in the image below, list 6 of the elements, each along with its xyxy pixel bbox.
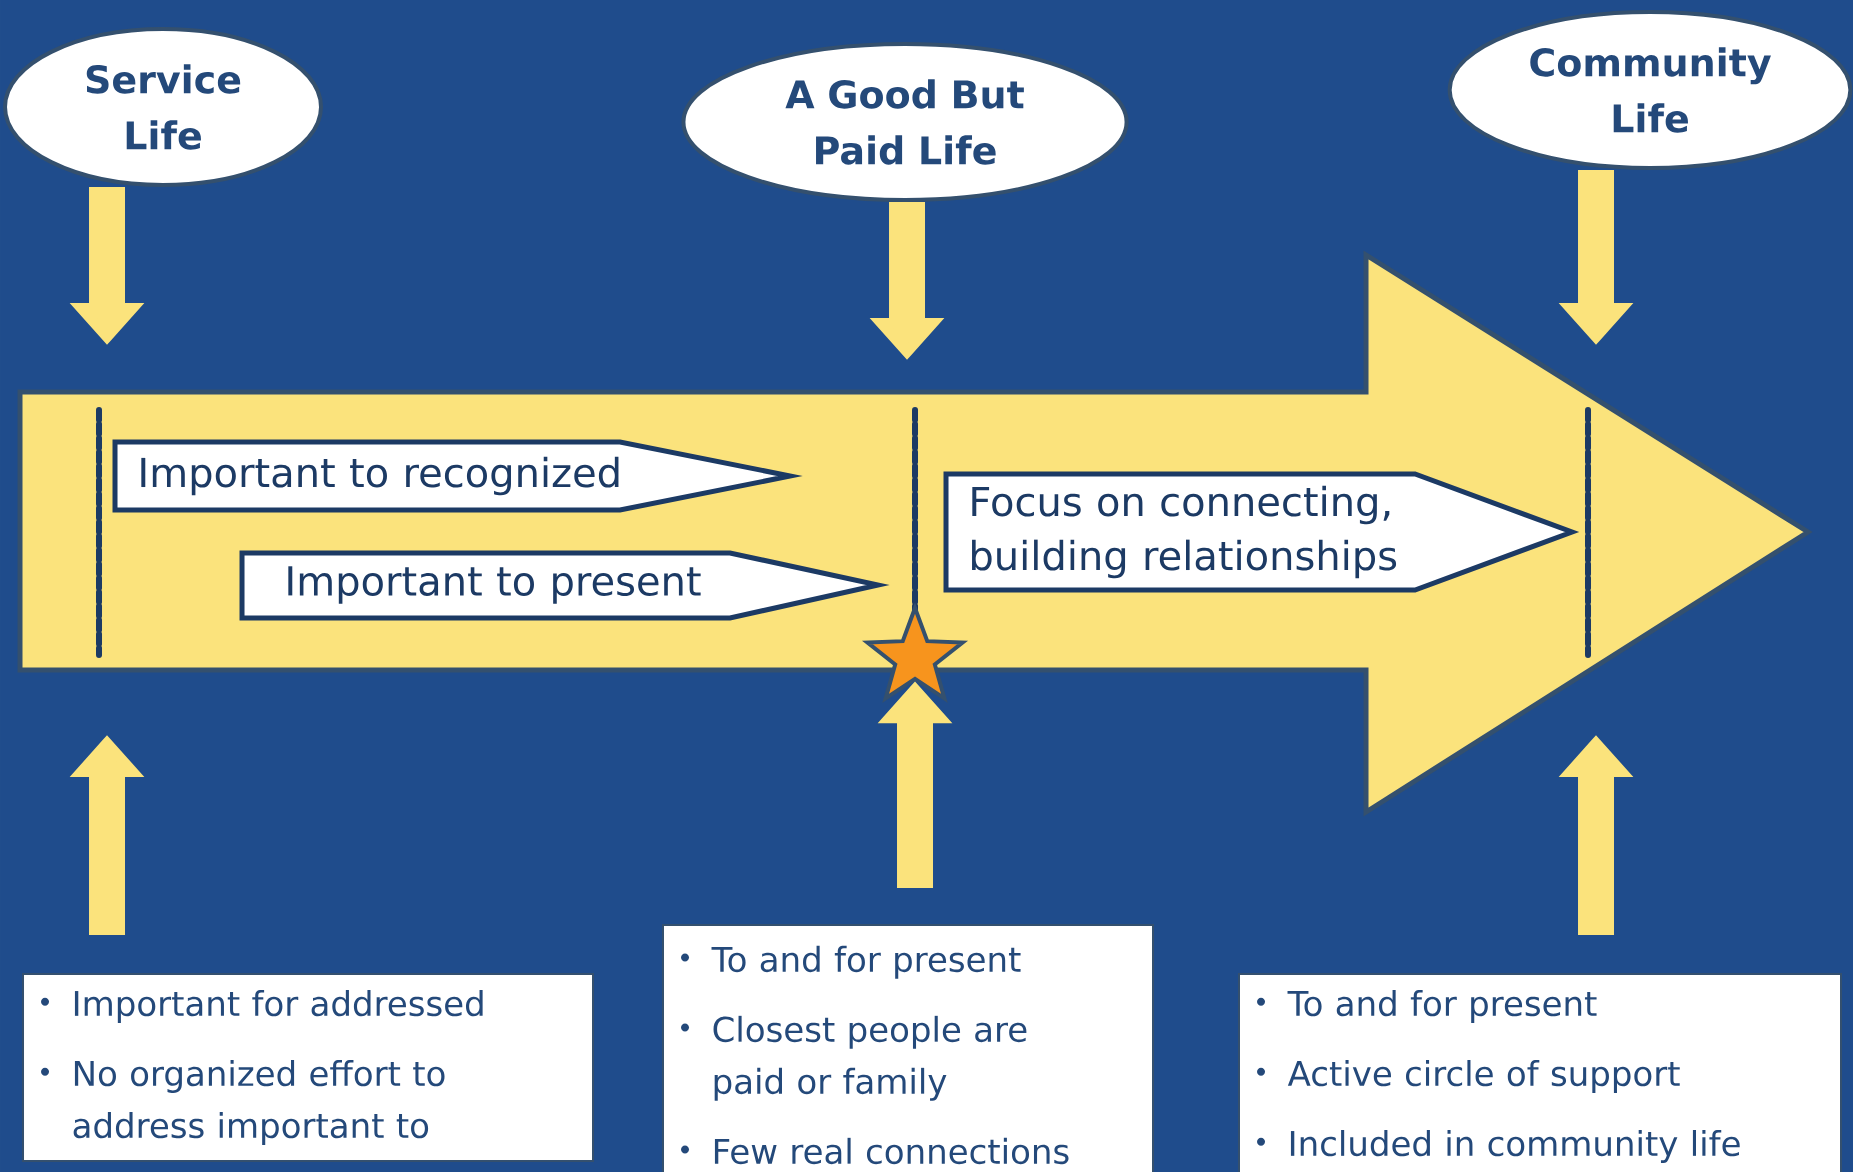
ellipse-label: Community Life bbox=[1447, 10, 1853, 170]
text-box: To and for present Active circle of support Included in community life bbox=[1238, 973, 1842, 1172]
text-box: Important for addressed No organized effort to address important to bbox=[22, 973, 594, 1162]
text-box: To and for present Closest people are paid or family Few real connections bbox=[662, 924, 1154, 1172]
ellipse-label: A Good But Paid Life bbox=[681, 42, 1129, 202]
ellipse-label: Service Life bbox=[3, 27, 323, 187]
